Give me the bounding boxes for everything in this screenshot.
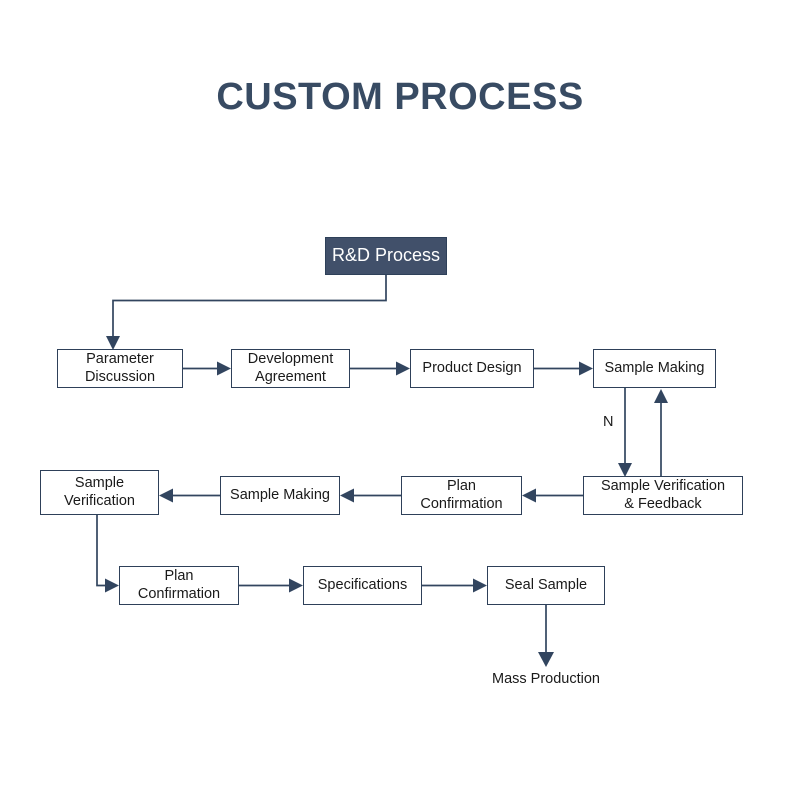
arrowhead-sampleverification-to-planconfirmation2 <box>105 578 119 593</box>
node-label: Seal Sample <box>504 576 588 593</box>
node-label-line2: Confirmation <box>137 585 221 602</box>
page-title: CUSTOM PROCESS <box>216 76 584 118</box>
node-rd-process[interactable]: R&D Process <box>325 237 447 275</box>
node-label-line1: Parameter <box>86 351 154 368</box>
edge-rd-to-parameter <box>112 275 387 341</box>
node-mass-production: Mass Production <box>492 671 600 687</box>
node-label: R&D Process <box>331 245 441 266</box>
node-label-line2: Confirmation <box>420 495 503 512</box>
node-label: Plan Confirmation <box>420 478 502 512</box>
node-label-line1: Development <box>247 351 334 368</box>
node-label-line2: Agreement <box>255 368 326 385</box>
node-label-line2: & Feedback <box>624 495 702 512</box>
arrowhead-specifications-to-sealsample <box>473 578 487 593</box>
node-sample-making-1[interactable]: Sample Making <box>593 349 716 388</box>
node-label: Sample Verification & Feedback <box>601 478 725 512</box>
arrowhead-rd-to-parameter <box>106 336 120 350</box>
node-sample-verification-feedback[interactable]: Sample Verification & Feedback <box>583 476 743 515</box>
node-label: Plan Confirmation <box>138 568 220 602</box>
arrowhead-planconfirmation1-to-samplemaking2 <box>340 488 354 503</box>
arrowhead-verificationfeedback-to-planconfirmation1 <box>522 488 536 503</box>
arrowhead-development-to-product <box>396 361 410 376</box>
node-plan-confirmation-2[interactable]: Plan Confirmation <box>119 566 239 605</box>
node-label: Sample Making <box>230 486 330 503</box>
arrowhead-samplemaking2-to-sampleverification <box>159 488 173 503</box>
node-product-design[interactable]: Product Design <box>410 349 534 388</box>
node-seal-sample[interactable]: Seal Sample <box>487 566 605 605</box>
node-label-line1: Plan <box>446 478 476 495</box>
node-label-line2: Discussion <box>84 368 156 385</box>
node-development-agreement[interactable]: Development Agreement <box>231 349 350 388</box>
node-label-line1: Sample <box>74 475 125 492</box>
node-label-line1: Plan <box>164 568 194 585</box>
edge-sampleverification-to-planconfirmation2 <box>96 515 109 587</box>
node-label: Sample Making <box>604 359 705 376</box>
arrowhead-parameter-to-development <box>217 361 231 376</box>
node-label: Product Design <box>422 359 522 376</box>
node-label: Specifications <box>317 576 408 593</box>
arrowhead-planconfirmation2-to-specifications <box>289 578 303 593</box>
arrowhead-product-to-samplemaking1 <box>579 361 593 376</box>
node-specifications[interactable]: Specifications <box>303 566 422 605</box>
node-sample-making-2[interactable]: Sample Making <box>220 476 340 515</box>
node-label-line1: Sample Verification <box>600 478 726 495</box>
arrowhead-verificationfeedback-to-samplemaking1 <box>654 389 668 403</box>
arrowhead-sealsample-to-massproduction <box>538 652 554 667</box>
edge-label-no: N <box>603 414 614 430</box>
node-sample-verification[interactable]: Sample Verification <box>40 470 159 515</box>
node-parameter-discussion[interactable]: Parameter Discussion <box>57 349 183 388</box>
node-plan-confirmation-1[interactable]: Plan Confirmation <box>401 476 522 515</box>
arrowhead-samplemaking1-to-verificationfeedback <box>618 463 632 477</box>
node-label: Parameter Discussion <box>85 351 155 385</box>
node-label: Development Agreement <box>248 351 333 385</box>
node-label-line2: Verification <box>64 492 135 509</box>
node-label: Sample Verification <box>64 475 135 509</box>
